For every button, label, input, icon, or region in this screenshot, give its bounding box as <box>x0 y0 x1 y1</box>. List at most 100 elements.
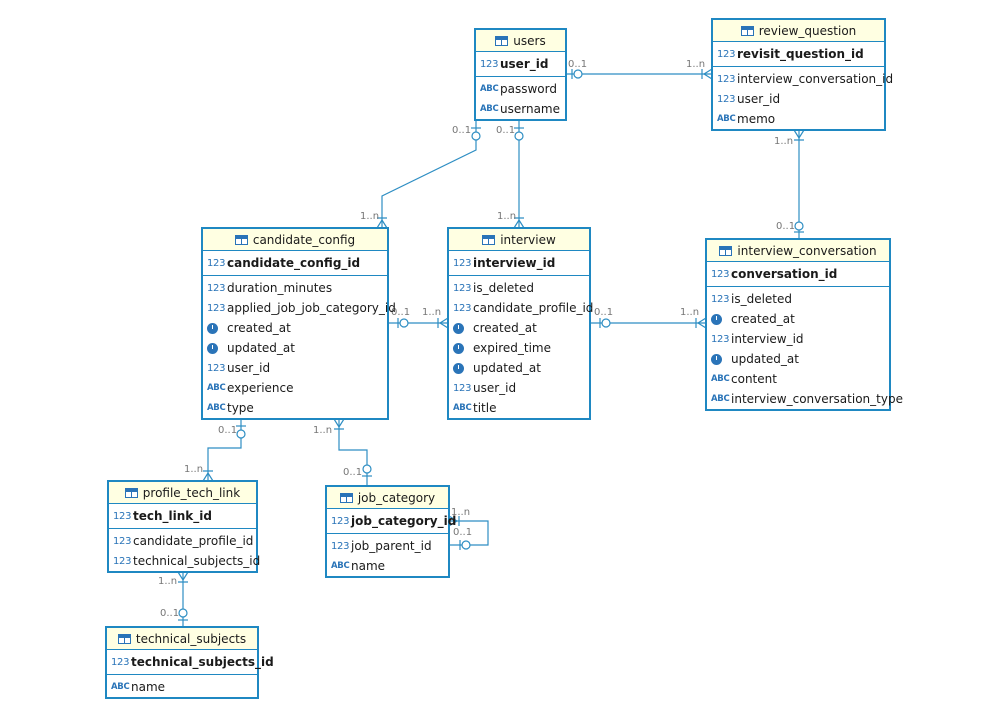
table-icon <box>482 234 496 245</box>
column-row[interactable]: created_at <box>707 309 889 329</box>
column-row[interactable]: created_at <box>203 318 387 338</box>
column-label: candidate_profile_id <box>473 301 594 315</box>
column-label: is_deleted <box>731 292 793 306</box>
column-label: content <box>731 372 777 386</box>
column-label: type <box>227 401 254 415</box>
column-label: experience <box>227 381 294 395</box>
column-label: username <box>500 102 560 116</box>
clock-icon <box>453 322 464 334</box>
entity-name: interview <box>500 232 556 247</box>
entity-header[interactable]: profile_tech_link <box>109 482 256 504</box>
clock-icon <box>711 353 722 365</box>
numeric-type-icon: 123 <box>453 282 472 294</box>
cardinality-label: 1..n <box>686 59 706 70</box>
numeric-type-icon: 123 <box>717 73 736 85</box>
cardinality-label: 0..1 <box>594 307 614 318</box>
cardinality-label: 0..1 <box>391 307 411 318</box>
numeric-type-icon: 123 <box>453 382 472 394</box>
key-numeric-icon: 123 <box>331 515 350 527</box>
cardinality-label: 1..n <box>360 211 380 222</box>
text-type-icon: ABC <box>453 403 472 413</box>
key-numeric-icon: 123 <box>480 58 499 70</box>
column-label: interview_conversation_type <box>731 392 903 406</box>
cardinality-label: 1..n <box>184 464 204 475</box>
numeric-type-icon: 123 <box>453 302 472 314</box>
column-row[interactable]: updated_at <box>203 338 387 358</box>
column-row[interactable]: created_at <box>449 318 589 338</box>
column-row[interactable]: expired_time <box>449 338 589 358</box>
column-label: duration_minutes <box>227 281 333 295</box>
table-icon <box>719 245 733 256</box>
column-label: updated_at <box>227 341 295 355</box>
entity-header[interactable]: interview <box>449 229 589 251</box>
cardinality-label: 1..n <box>313 425 333 436</box>
entity-header[interactable]: review_question <box>713 20 884 42</box>
cardinality-label: 1..n <box>680 307 700 318</box>
entity-header[interactable]: job_category <box>327 487 448 509</box>
key-numeric-icon: 123 <box>717 48 736 60</box>
column-row[interactable]: updated_at <box>707 349 889 369</box>
entity-header[interactable]: users <box>476 30 565 52</box>
entity-header[interactable]: technical_subjects <box>107 628 257 650</box>
primary-key-label: revisit_question_id <box>737 47 864 61</box>
cardinality-label: 0..1 <box>776 221 796 232</box>
entity-header[interactable]: interview_conversation <box>707 240 889 262</box>
cardinality-label: 0..1 <box>218 425 238 436</box>
text-type-icon: ABC <box>207 383 226 393</box>
column-label: technical_subjects_id <box>133 554 261 568</box>
cardinality-label: 0..1 <box>453 527 473 538</box>
column-label: user_id <box>227 361 271 375</box>
primary-key-label: tech_link_id <box>133 509 212 523</box>
primary-key-label: candidate_config_id <box>227 256 361 270</box>
text-type-icon: ABC <box>480 84 499 94</box>
table-icon <box>339 492 353 503</box>
entity-header[interactable]: candidate_config <box>203 229 387 251</box>
column-row[interactable]: updated_at <box>449 358 589 378</box>
table-icon <box>234 234 248 245</box>
text-type-icon: ABC <box>711 374 730 384</box>
column-label: user_id <box>737 92 781 106</box>
rel-users-candidate-config <box>381 120 477 228</box>
text-type-icon: ABC <box>111 682 130 692</box>
entity-name: job_category <box>357 490 436 505</box>
